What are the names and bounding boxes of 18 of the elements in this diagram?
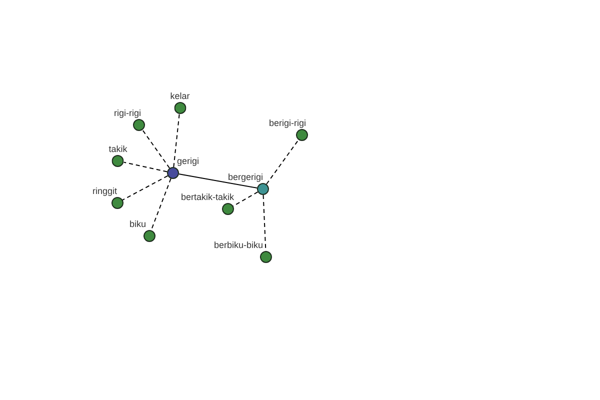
dashed-connector [150,178,172,231]
node-label: kelar [170,91,190,101]
dashed-connector [173,113,180,168]
node-label: takik [108,144,128,154]
node-label: biku [129,219,146,229]
node-label: bergerigi [228,172,263,182]
node-label: berbiku-biku [214,240,263,250]
node-label: ringgit [92,186,117,196]
dashed-connector [266,139,299,185]
node-label: bertakik-takik [180,192,234,202]
dashed-connector [122,175,168,201]
node-label: gerigi [177,156,200,166]
node-label: berigi-rigi [268,118,306,128]
connector-line [178,174,258,188]
node-label: rigi-rigi [114,108,141,118]
dashed-connector [123,162,168,172]
dashed-connector [232,191,258,207]
dashed-connector [142,129,170,169]
